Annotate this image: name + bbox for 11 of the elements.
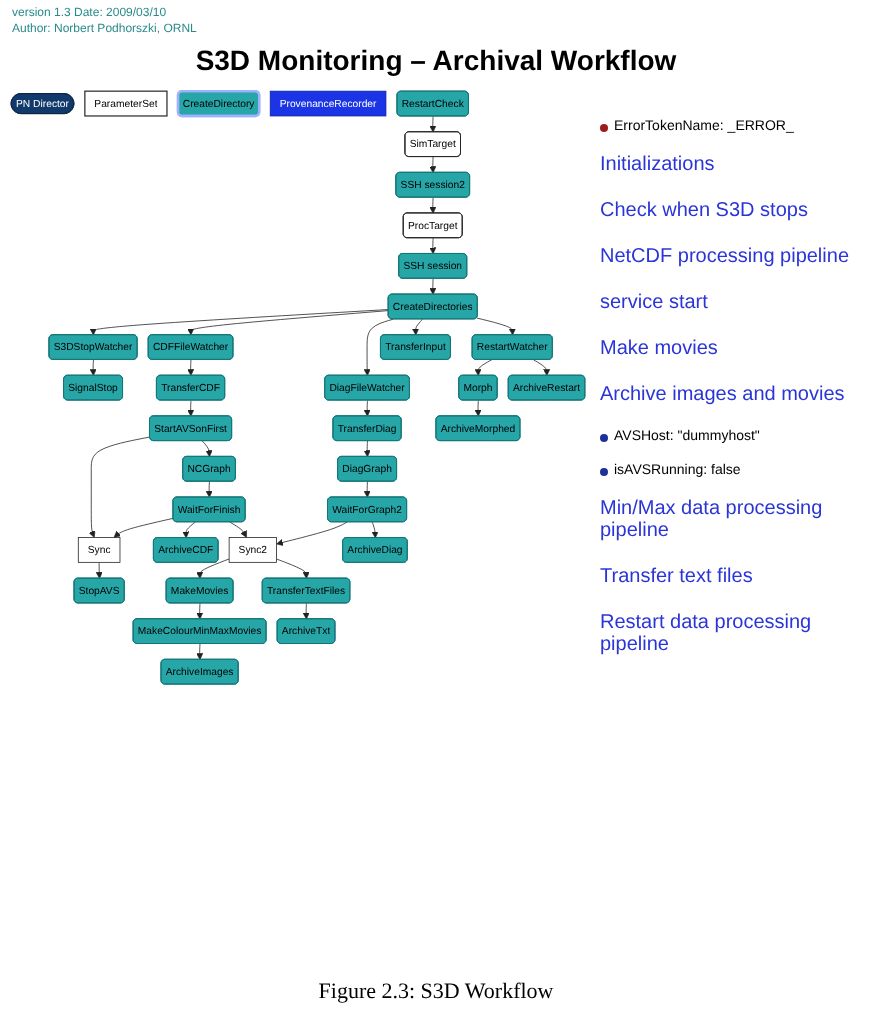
section-heading: Archive images and movies: [600, 384, 845, 406]
section-heading: Restart data processing pipeline: [600, 612, 814, 656]
section-heading: Initializations: [600, 154, 715, 176]
section-heading: NetCDF processing pipeline: [600, 246, 850, 268]
diagram-title: S3D Monitoring – Archival Workflow: [195, 44, 677, 76]
section-heading: Check when S3D stops: [600, 200, 808, 222]
section-heading: service start: [600, 292, 708, 314]
section-heading: Min/Max data processing pipeline: [600, 498, 825, 542]
figure-caption: Figure 2.3: S3D Workflow: [318, 980, 554, 1004]
section-heading: Make movies: [600, 338, 718, 360]
section-heading: Transfer text files: [600, 566, 753, 588]
